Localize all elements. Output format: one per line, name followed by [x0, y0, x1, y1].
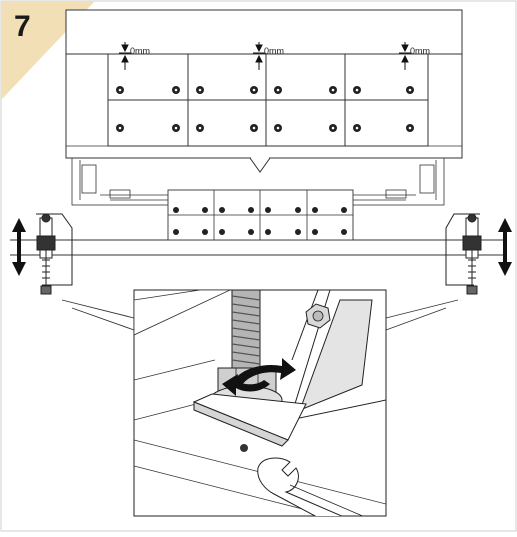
right-up-down-arrow	[498, 218, 512, 276]
left-up-down-arrow	[12, 218, 26, 276]
gap-indicator-3	[399, 42, 411, 70]
left-leveling-foot	[36, 213, 73, 295]
wrench-icon	[257, 457, 343, 516]
right-leveling-foot	[445, 213, 482, 295]
gap-label-3: 0mm	[410, 46, 430, 56]
gap-label-2: 0mm	[264, 46, 284, 56]
gap-indicator-1	[119, 42, 131, 70]
detail-view	[133, 289, 387, 517]
gap-label-1: 0mm	[130, 46, 150, 56]
gap-indicator-2	[253, 42, 265, 70]
detail-callout-lines	[61, 299, 459, 331]
upper-module	[65, 9, 463, 173]
step-number: 7	[14, 10, 31, 43]
rotate-arrow-icon	[222, 358, 296, 396]
lower-rail-module	[167, 189, 354, 241]
